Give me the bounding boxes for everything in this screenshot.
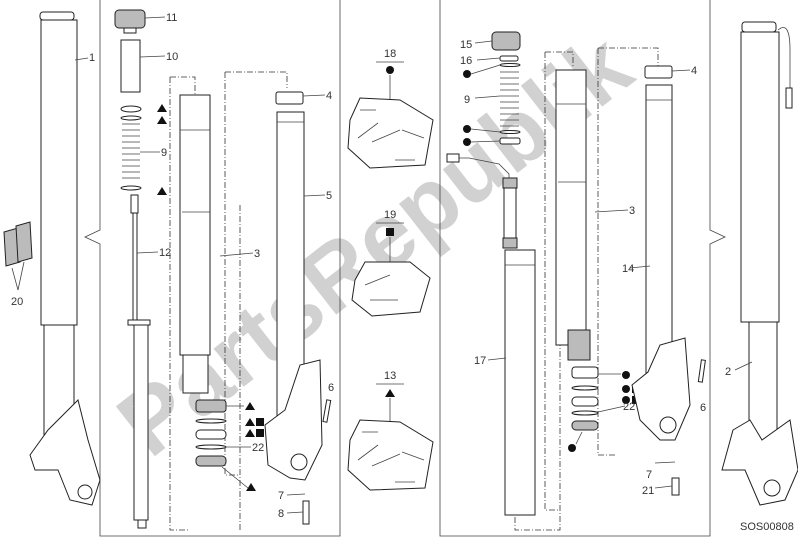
outer-tube-5 (264, 111, 323, 481)
cap-4-right (644, 65, 673, 79)
bolt-21 (671, 477, 680, 496)
callout-6-left: 6 (328, 382, 334, 394)
callout-4-left: 4 (326, 90, 332, 102)
callout-14: 14 (622, 263, 634, 275)
callout-6-right: 6 (700, 402, 706, 414)
spring-9-left (122, 123, 140, 179)
triangle-symbol (157, 104, 167, 195)
seal-stack-right (571, 366, 599, 431)
circle-symbol (386, 66, 394, 74)
outer-tube-14 (631, 84, 691, 441)
callout-21: 21 (642, 485, 654, 497)
triangle-symbol (245, 402, 256, 491)
pads-20 (3, 221, 33, 267)
circle-symbol (568, 371, 630, 452)
kit-13: 13 (347, 370, 434, 491)
seal-stack-left (195, 399, 227, 467)
rod-12 (127, 194, 151, 529)
spring-9-right (500, 71, 519, 127)
callout-7-left: 7 (278, 490, 284, 502)
cap-4-left (275, 91, 304, 105)
callout-8: 8 (278, 508, 284, 520)
triangle-symbol (385, 389, 395, 397)
spacer-10 (120, 39, 141, 93)
callout-9-right: 9 (464, 94, 470, 106)
right-panel-frame (439, 0, 726, 537)
callout-22-left: 22 (252, 442, 264, 454)
kit-19: 19 (351, 209, 431, 317)
callout-10: 10 (166, 51, 178, 63)
cap-15 (491, 31, 521, 51)
bolt-8 (302, 500, 310, 525)
callout-22-right: 22 (623, 401, 635, 413)
square-symbol (256, 418, 264, 437)
callout-15: 15 (460, 39, 472, 51)
callout-17: 17 (474, 355, 486, 367)
cartridge-17 (446, 153, 536, 516)
callout-11: 11 (166, 12, 177, 24)
callout-16: 16 (460, 55, 472, 67)
callout-7-right: 7 (646, 469, 652, 481)
callout-18: 18 (384, 48, 396, 60)
fork-leg-left (29, 11, 101, 506)
inner-tube-3-right (555, 69, 591, 361)
circle-symbol (463, 70, 471, 146)
callout-4-right: 4 (691, 65, 697, 77)
callout-13: 13 (384, 370, 396, 382)
callout-20: 20 (11, 296, 23, 308)
diagram-code: SOS00808 (740, 521, 794, 533)
callout-3-left: 3 (254, 248, 260, 260)
callout-1: 1 (89, 52, 95, 64)
callout-5: 5 (326, 190, 332, 202)
callout-2: 2 (725, 366, 731, 378)
callout-12: 12 (159, 247, 171, 259)
left-panel-frame (84, 0, 341, 537)
callout-9-left: 9 (161, 147, 167, 159)
callout-19: 19 (384, 209, 396, 221)
fork-leg-right (721, 21, 798, 506)
kit-18: 18 (347, 48, 434, 169)
square-symbol (386, 228, 394, 236)
inner-tube-3-left (179, 94, 211, 394)
callout-3-right: 3 (629, 205, 635, 217)
cap-11 (114, 9, 146, 34)
